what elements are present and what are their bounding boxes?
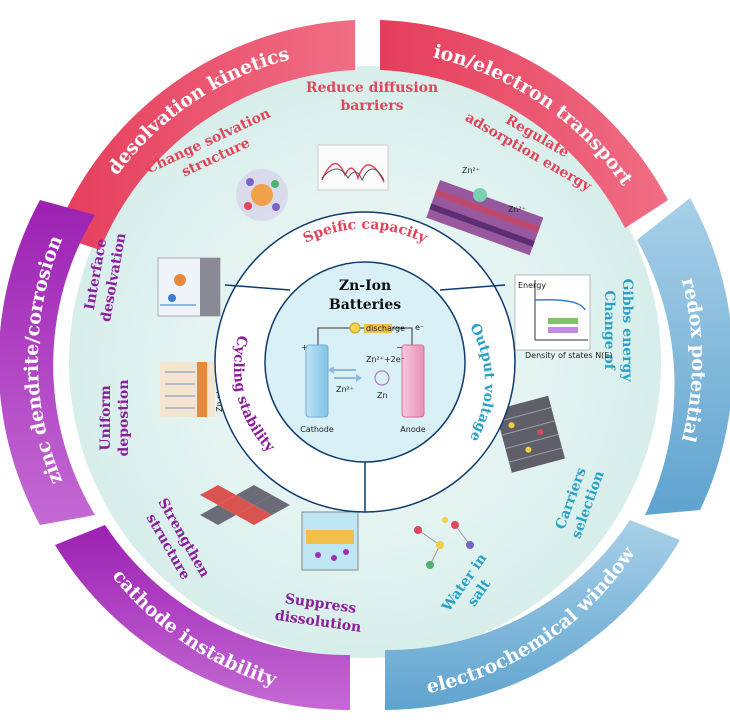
lightbulb-icon	[349, 322, 361, 334]
zn-plating-image: Zn plating	[160, 362, 224, 417]
carriers-selection-image	[494, 395, 565, 473]
segment-desolvation	[55, 20, 355, 250]
strategy-diffusion-1: Reduce diffusion	[306, 80, 438, 96]
segment-cathode	[55, 525, 350, 711]
label-electron: e⁻	[415, 323, 424, 332]
label-cathode: Cathode	[300, 425, 334, 434]
label-plus: +	[301, 343, 308, 352]
label-reaction: Zn²⁺+2e⁻	[366, 355, 405, 364]
ion-exchange-arrows	[328, 366, 362, 382]
segment-zinc	[0, 200, 95, 525]
zn-cycle-icon	[374, 370, 390, 386]
label-zn-ion: Zn²⁺	[336, 385, 354, 394]
label-zn: Zn	[377, 391, 388, 400]
water-in-salt-image	[414, 517, 474, 569]
cathode-electrode	[305, 344, 329, 418]
segment-redox	[637, 198, 730, 515]
interface-desolvation-image	[157, 257, 221, 317]
strategy-uniform-1: Uniform	[98, 385, 114, 450]
segment-transport	[380, 20, 668, 228]
divider-left	[224, 284, 291, 291]
strengthen-structure-image	[200, 485, 290, 525]
strategy-gibbs-2: Gibbs energy	[619, 279, 635, 383]
strategy-gibbs-1: Change of	[601, 290, 617, 370]
divider-right	[439, 284, 506, 291]
core-title-1: Zn-Ion	[339, 278, 391, 294]
gibbs-energy-plot: Energy Density of states N(E)	[514, 274, 612, 360]
discharge-tag	[364, 324, 392, 333]
label-anode: Anode	[400, 425, 426, 434]
solvation-structure-image	[236, 169, 288, 221]
label-energy: Energy	[518, 281, 546, 290]
label-discharge: discharge	[366, 324, 405, 333]
label-minus: −	[396, 343, 403, 352]
label-zn2-a: Zn²⁺	[462, 166, 480, 175]
label-zn2-b: Zn²⁺	[508, 205, 526, 214]
anode-electrode	[401, 344, 425, 418]
segment-window	[385, 520, 680, 710]
suppress-dissolution-image	[301, 511, 359, 571]
adsorption-energy-image: Zn²⁺ Zn²⁺	[426, 166, 544, 256]
label-dos: Density of states N(E)	[525, 351, 612, 360]
strategy-uniform-2: depostion	[116, 379, 132, 456]
strategy-diffusion-2: barriers	[340, 98, 403, 114]
core-title-2: Batteries	[329, 297, 401, 313]
diffusion-barrier-plot	[317, 144, 389, 191]
